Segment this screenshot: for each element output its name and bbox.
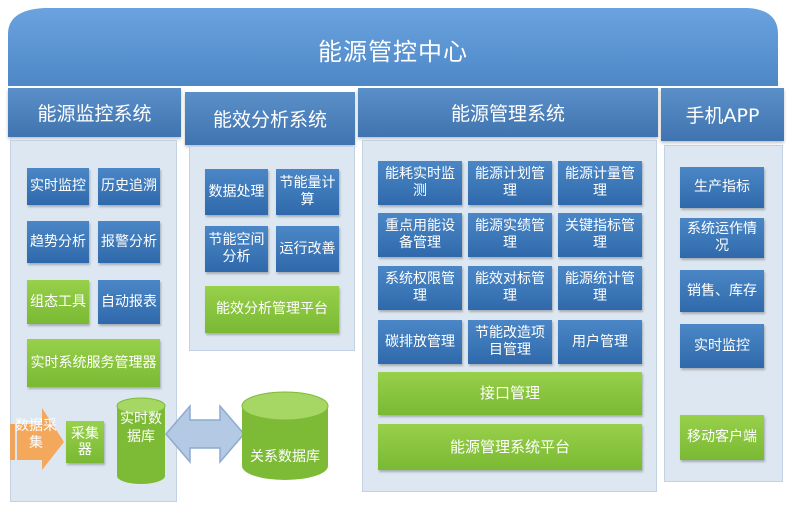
module-trend-analysis: 趋势分析 <box>27 221 89 263</box>
interface-management: 接口管理 <box>378 372 642 415</box>
module-user-management: 用户管理 <box>558 320 642 364</box>
realtime-db-label: 实时数据库 <box>120 411 162 445</box>
module-auto-report: 自动报表 <box>98 280 160 324</box>
relational-db-label: 关系数据库 <box>250 449 320 465</box>
module-mobile-realtime-monitor: 实时监控 <box>680 324 764 368</box>
mobile-client: 移动客户端 <box>680 415 764 460</box>
module-config-tool: 组态工具 <box>27 280 89 324</box>
module-operation-improve: 运行改善 <box>276 226 339 272</box>
module-history-trace: 历史追溯 <box>98 168 160 205</box>
module-saving-space-analysis: 节能空间分析 <box>205 226 268 272</box>
realtime-db-cylinder <box>116 397 166 484</box>
module-sales-inventory: 销售、库存 <box>680 270 764 312</box>
module-key-indicators: 关键指标管理 <box>558 213 642 257</box>
module-benchmark: 能效对标管理 <box>468 266 552 310</box>
module-alarm-analysis: 报警分析 <box>98 221 160 263</box>
module-service-manager: 实时系统服务管理器 <box>27 339 160 387</box>
column-header-monitoring: 能源监控系统 <box>8 88 181 137</box>
data-collection-arrow <box>10 408 64 470</box>
relational-db-cylinder <box>241 391 329 480</box>
column-header-mobile: 手机APP <box>661 88 784 141</box>
module-permission: 系统权限管理 <box>378 266 462 310</box>
roof-banner: 能源管控中心 <box>8 4 778 88</box>
column-header-efficiency: 能效分析系统 <box>185 92 355 145</box>
module-energy-statistics: 能源统计管理 <box>558 266 642 310</box>
module-system-operation: 系统运作情况 <box>680 218 764 258</box>
double-arrow-icon <box>165 403 245 465</box>
management-platform: 能源管理系统平台 <box>378 424 642 470</box>
page-title: 能源管控中心 <box>318 38 468 66</box>
module-energy-plan: 能源计划管理 <box>468 161 552 205</box>
module-key-equipment: 重点用能设备管理 <box>378 213 462 257</box>
module-consumption-monitor: 能耗实时监测 <box>378 161 462 205</box>
module-retrofit-project: 节能改造项目管理 <box>468 320 552 364</box>
module-carbon-emission: 碳排放管理 <box>378 320 462 364</box>
module-production-indicators: 生产指标 <box>680 167 764 208</box>
module-energy-performance: 能源实绩管理 <box>468 213 552 257</box>
collector-box: 采集器 <box>66 421 104 463</box>
module-data-processing: 数据处理 <box>205 169 268 215</box>
module-energy-metering: 能源计量管理 <box>558 161 642 205</box>
column-header-management: 能源管理系统 <box>358 88 658 137</box>
efficiency-platform: 能效分析管理平台 <box>205 286 339 333</box>
data-collection-label: 数据采集 <box>15 418 57 451</box>
module-energy-saving-calc: 节能量计算 <box>276 169 339 215</box>
module-realtime-monitor: 实时监控 <box>27 168 89 205</box>
